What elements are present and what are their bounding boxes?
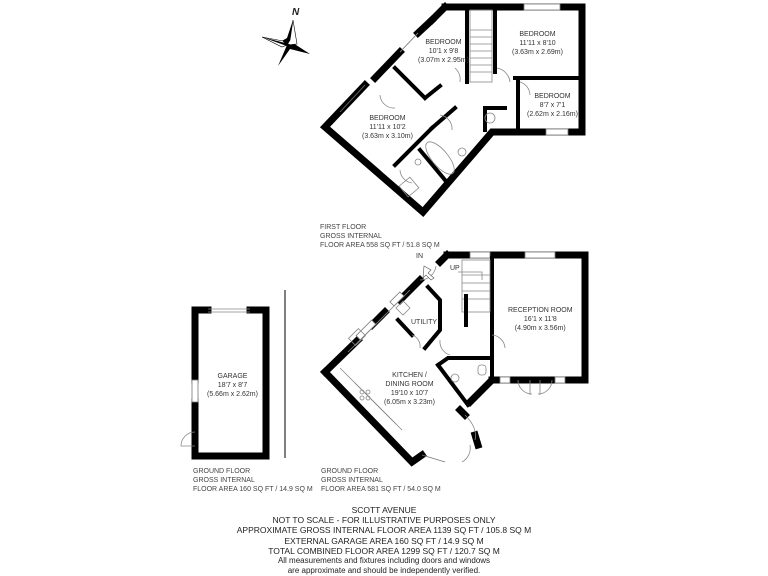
disclaimer-line-1: All measurements and fixtures including … [277, 556, 491, 566]
north-label: N [292, 7, 300, 18]
scale-note: NOT TO SCALE - FOR ILLUSTRATIVE PURPOSES… [272, 515, 496, 526]
first-floor-area-note: FIRST FLOOR GROSS INTERNAL FLOOR AREA 55… [320, 224, 440, 249]
gross-internal-area: APPROXIMATE GROSS INTERNAL FLOOR AREA 11… [236, 525, 532, 536]
room-label-bedroom-1: BEDROOM 10'1 x 9'8 (3.07m x 2.95m) [418, 39, 469, 64]
total-area: TOTAL COMBINED FLOOR AREA 1299 SQ FT / 1… [268, 545, 500, 556]
disclaimer-line-2: are approximate and should be independen… [287, 566, 481, 576]
ground-floor-plan [320, 250, 589, 467]
room-label-bedroom-2: BEDROOM 11'11 x 8'10 (3.63m x 2.69m) [512, 31, 563, 56]
garage-plan [180, 290, 286, 460]
room-label-kitchen-dining: KITCHEN / DINING ROOM 19'10 x 10'7 (6.05… [384, 372, 435, 406]
garage-area: EXTERNAL GARAGE AREA 160 SQ FT / 14.9 SQ… [284, 535, 484, 546]
entrance-label: IN [416, 253, 423, 260]
floor-plan-footer: SCOTT AVENUE NOT TO SCALE - FOR ILLUSTRA… [0, 505, 768, 576]
ground-floor-area-note: GROUND FLOOR GROSS INTERNAL FLOOR AREA 5… [321, 468, 441, 493]
stairs-up-label: UP [450, 265, 460, 272]
first-floor-plan [319, 2, 586, 217]
address: SCOTT AVENUE [351, 505, 417, 515]
garage-area-note: GROUND FLOOR GROSS INTERNAL FLOOR AREA 1… [193, 468, 313, 493]
room-label-bedroom-4: BEDROOM 11'11 x 10'2 (3.63m x 3.10m) [362, 115, 413, 140]
room-label-bedroom-3: BEDROOM 8'7 x 7'1 (2.62m x 2.16m) [527, 93, 578, 118]
north-arrow-compass-icon [261, 19, 310, 66]
room-label-garage: GARAGE 18'7 x 8'7 (5.66m x 2.62m) [207, 373, 258, 398]
room-label-reception: RECEPTION ROOM 16'1 x 11'8 (4.90m x 3.56… [508, 307, 573, 332]
utility-label: UTILITY [411, 319, 438, 326]
